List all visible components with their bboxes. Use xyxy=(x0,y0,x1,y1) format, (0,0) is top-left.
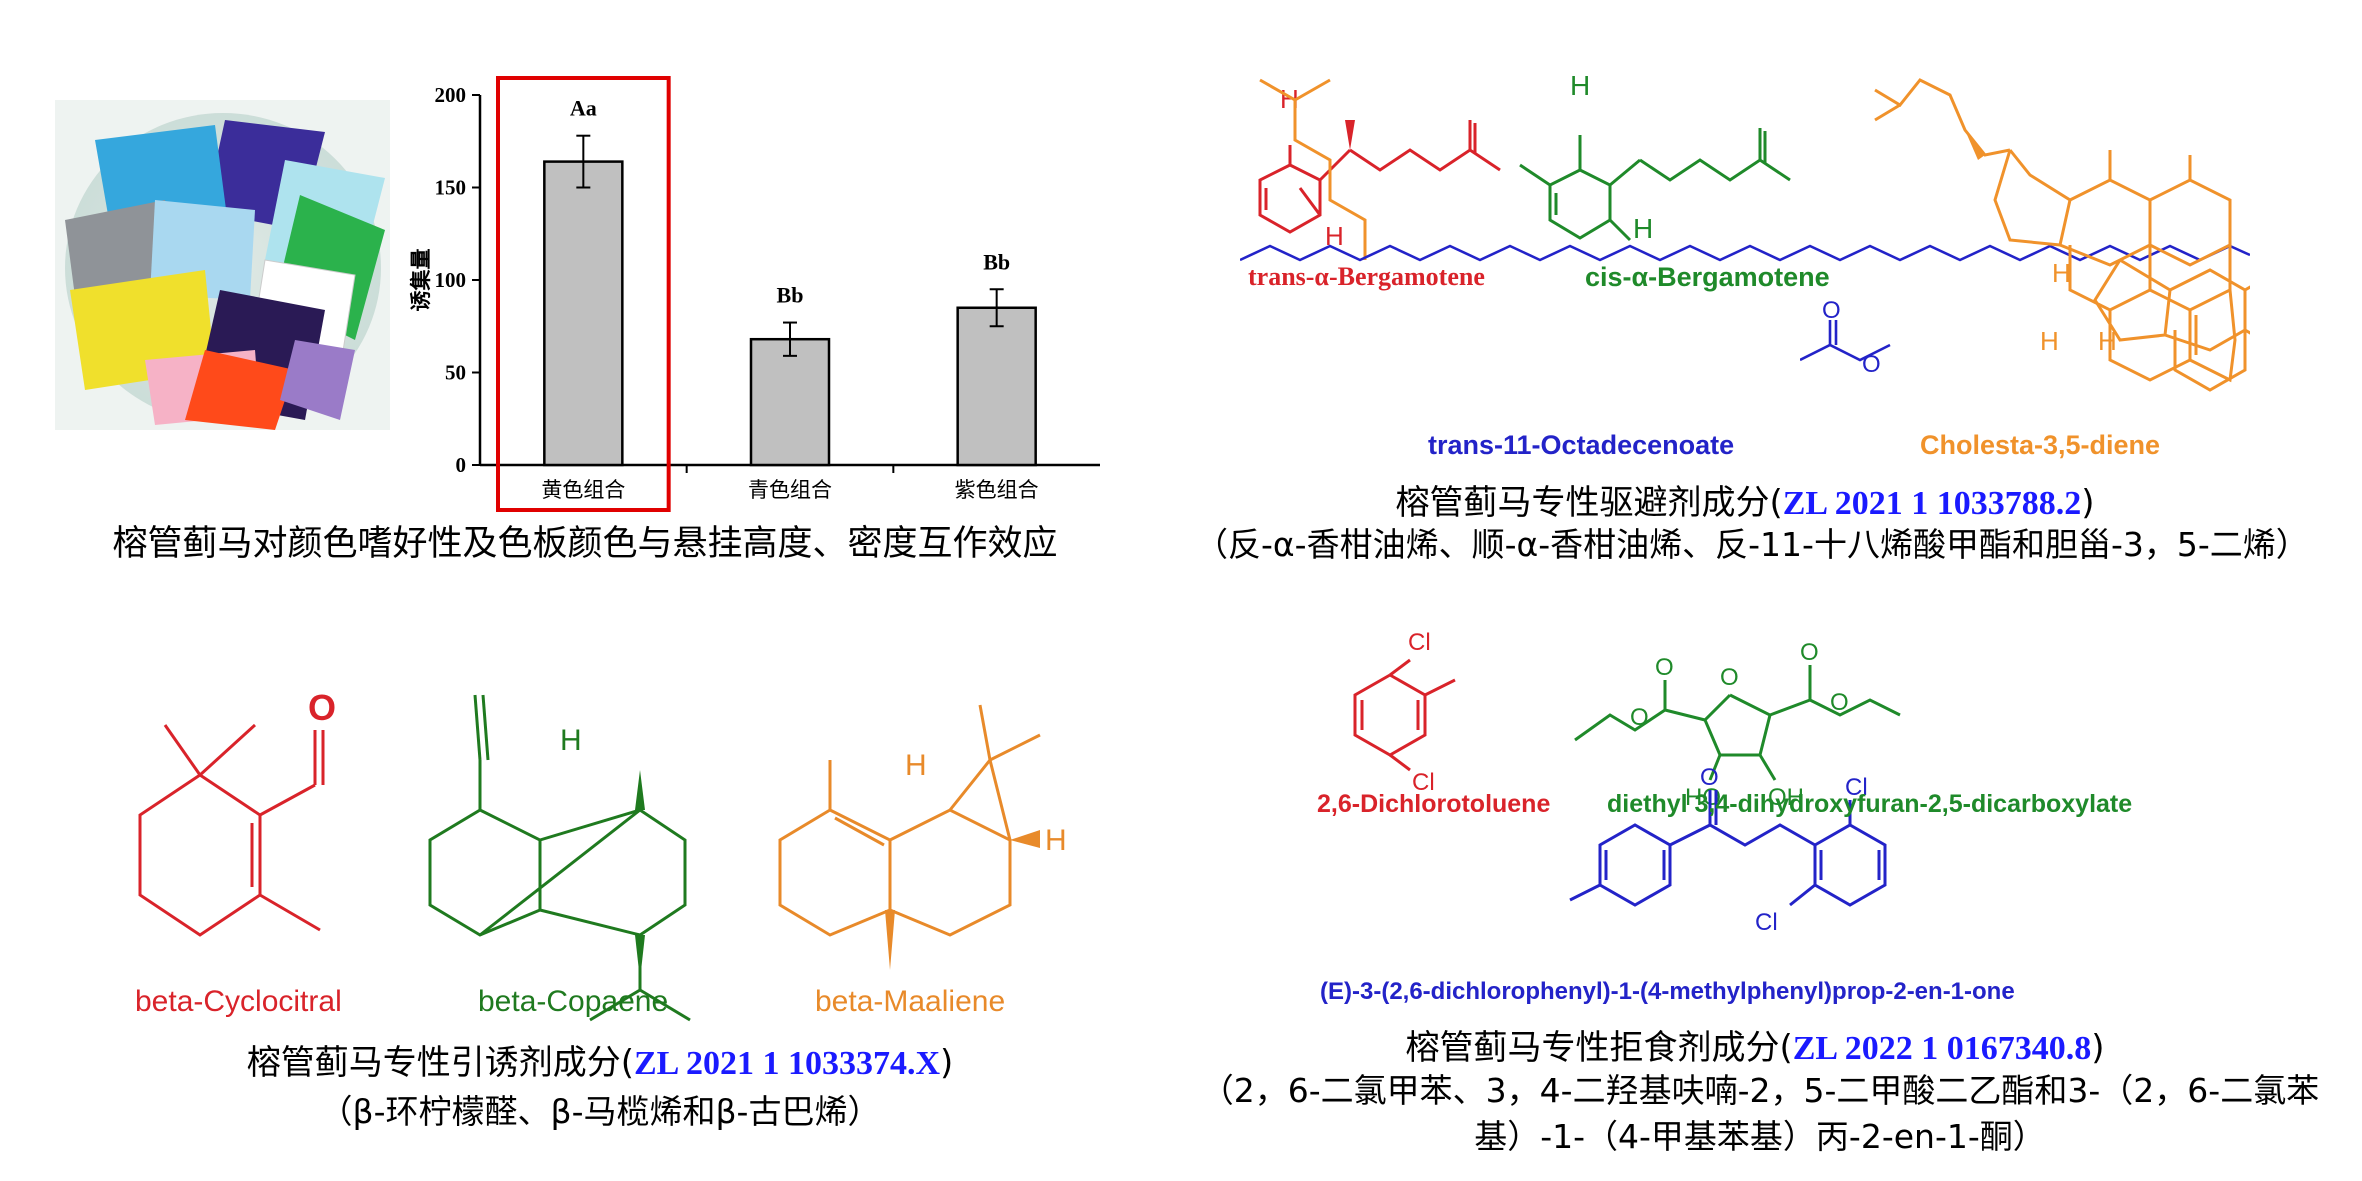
svg-text:Cl: Cl xyxy=(1408,630,1431,656)
dichlorotoluene-structure xyxy=(1353,658,1456,772)
svg-text:H: H xyxy=(1633,213,1653,244)
svg-text:Cl: Cl xyxy=(1845,774,1868,801)
svg-text:H: H xyxy=(1570,70,1590,101)
panel-d-subcaption: （2，6-二氯甲苯、3，4-二羟基呋喃-2，5-二甲酸二乙酯和3-（2，6-二氯… xyxy=(1200,1071,2320,1156)
panel-a-caption: 榕管蓟马对颜色嗜好性及色板颜色与悬挂高度、密度互作效应 xyxy=(112,524,1058,564)
bar xyxy=(749,337,831,467)
y-tick-label: 50 xyxy=(445,361,466,385)
svg-text:O: O xyxy=(1700,764,1719,791)
trans-bergamotene-structure xyxy=(1258,120,1501,234)
cis-bergamotene-structure xyxy=(1519,128,1791,242)
highlight-box xyxy=(496,76,671,512)
significance-letter: Bb xyxy=(777,283,804,308)
y-tick-label: 100 xyxy=(435,268,467,292)
attractant-structures: O H H H xyxy=(138,687,1067,1022)
mol-label-octadecenoate: trans-11-Octadecenoate xyxy=(1428,430,1735,460)
svg-text:H: H xyxy=(2052,258,2071,288)
svg-text:H: H xyxy=(1325,221,1344,251)
repellent-structures: H H H H xyxy=(1240,70,2250,392)
mol-label-cyclocitral: beta-Cyclocitral xyxy=(135,985,342,1018)
svg-text:O: O xyxy=(1720,664,1739,691)
svg-text:H: H xyxy=(2098,326,2117,356)
patent-number: ZL 2021 1 1033374.X xyxy=(633,1045,941,1082)
mol-label-cholestadiene: Cholesta-3,5-diene xyxy=(1920,430,2161,460)
bar xyxy=(956,306,1037,467)
x-tick-label: 紫色组合 xyxy=(955,478,1039,502)
svg-text:Cl: Cl xyxy=(1755,909,1778,936)
svg-text:O: O xyxy=(1830,689,1849,716)
y-tick-label: 0 xyxy=(456,453,467,477)
mol-label-maaliene: beta-Maaliene xyxy=(815,985,1006,1018)
panel-b-subcaption: （反-α-香柑油烯、顺-α-香柑油烯、反-11-十八烯酸甲酯和胆甾-3，5-二烯… xyxy=(1195,525,2309,564)
copaene-structure xyxy=(428,694,691,1022)
svg-text:H: H xyxy=(560,724,582,757)
x-tick-label: 黄色组合 xyxy=(541,478,625,502)
mol-label-furan-dicarboxylate: diethyl 3,4-dihydroxyfuran-2,5-dicarboxy… xyxy=(1607,790,2133,818)
antifeedant-structures: Cl Cl O O O O O HO OH O Cl Cl xyxy=(1353,630,1901,936)
mol-label-copaene: beta-Copaene xyxy=(478,985,669,1018)
cholestadiene-rings: H H H xyxy=(1874,78,2237,383)
y-tick-label: 200 xyxy=(435,83,467,107)
cyclocitral-structure xyxy=(138,723,325,937)
svg-text:O: O xyxy=(1800,639,1819,666)
mol-label-dichlorotoluene: 2,6-Dichlorotoluene xyxy=(1317,790,1551,818)
patent-number: ZL 2022 1 0167340.8 xyxy=(1792,1030,2092,1067)
y-axis-label: 诱集量 xyxy=(409,249,433,312)
maaliene-structure xyxy=(778,704,1041,937)
octadecenoate-structure xyxy=(1240,244,2250,262)
svg-text:O: O xyxy=(1822,300,1841,324)
svg-text:H: H xyxy=(1045,824,1067,857)
y-tick-label: 150 xyxy=(435,176,467,200)
mol-label-trans-bergamotene: trans-α-Bergamotene xyxy=(1248,262,1485,291)
svg-text:O: O xyxy=(1655,654,1674,681)
svg-text:O: O xyxy=(308,687,336,728)
furan-structure xyxy=(1574,665,1901,781)
panel-b-caption: 榕管蓟马专性驱避剂成分(ZL 2021 1 1033788.2) xyxy=(1395,483,2095,523)
svg-text:OH: OH xyxy=(1768,784,1804,811)
svg-text:O: O xyxy=(1630,704,1649,731)
patent-number: ZL 2021 1 1033788.2 xyxy=(1782,485,2082,522)
mol-label-chalcone: (E)-3-(2,6-dichlorophenyl)-1-(4-methylph… xyxy=(1320,978,2015,1005)
ester-group: O O xyxy=(1800,300,1891,378)
color-plates-photo xyxy=(55,100,390,430)
bar xyxy=(543,160,624,467)
significance-letter: Aa xyxy=(570,96,597,121)
panel-d-caption: 榕管蓟马专性拒食剂成分(ZL 2022 1 0167340.8) xyxy=(1405,1028,2105,1068)
chalcone-structure xyxy=(1569,790,1887,907)
mol-label-cis-bergamotene: cis-α-Bergamotene xyxy=(1585,262,1830,292)
svg-text:Cl: Cl xyxy=(1412,769,1435,796)
svg-text:O: O xyxy=(1862,351,1881,378)
panel-c-subcaption: （β-环柠檬醛、β-马榄烯和β-古巴烯） xyxy=(319,1092,881,1131)
x-tick-label: 青色组合 xyxy=(748,478,832,502)
significance-letter: Bb xyxy=(983,249,1010,274)
svg-text:H: H xyxy=(905,749,927,782)
svg-text:H: H xyxy=(2040,326,2059,356)
cholestadiene-structure xyxy=(1259,78,2250,392)
panel-c-caption: 榕管蓟马专性引诱剂成分(ZL 2021 1 1033374.X) xyxy=(246,1043,954,1083)
bar-chart: 200 150 100 50 0 诱集量 Aa 黄色组合 Bb 青色组合 Bb 紫色组合 xyxy=(409,76,1100,512)
